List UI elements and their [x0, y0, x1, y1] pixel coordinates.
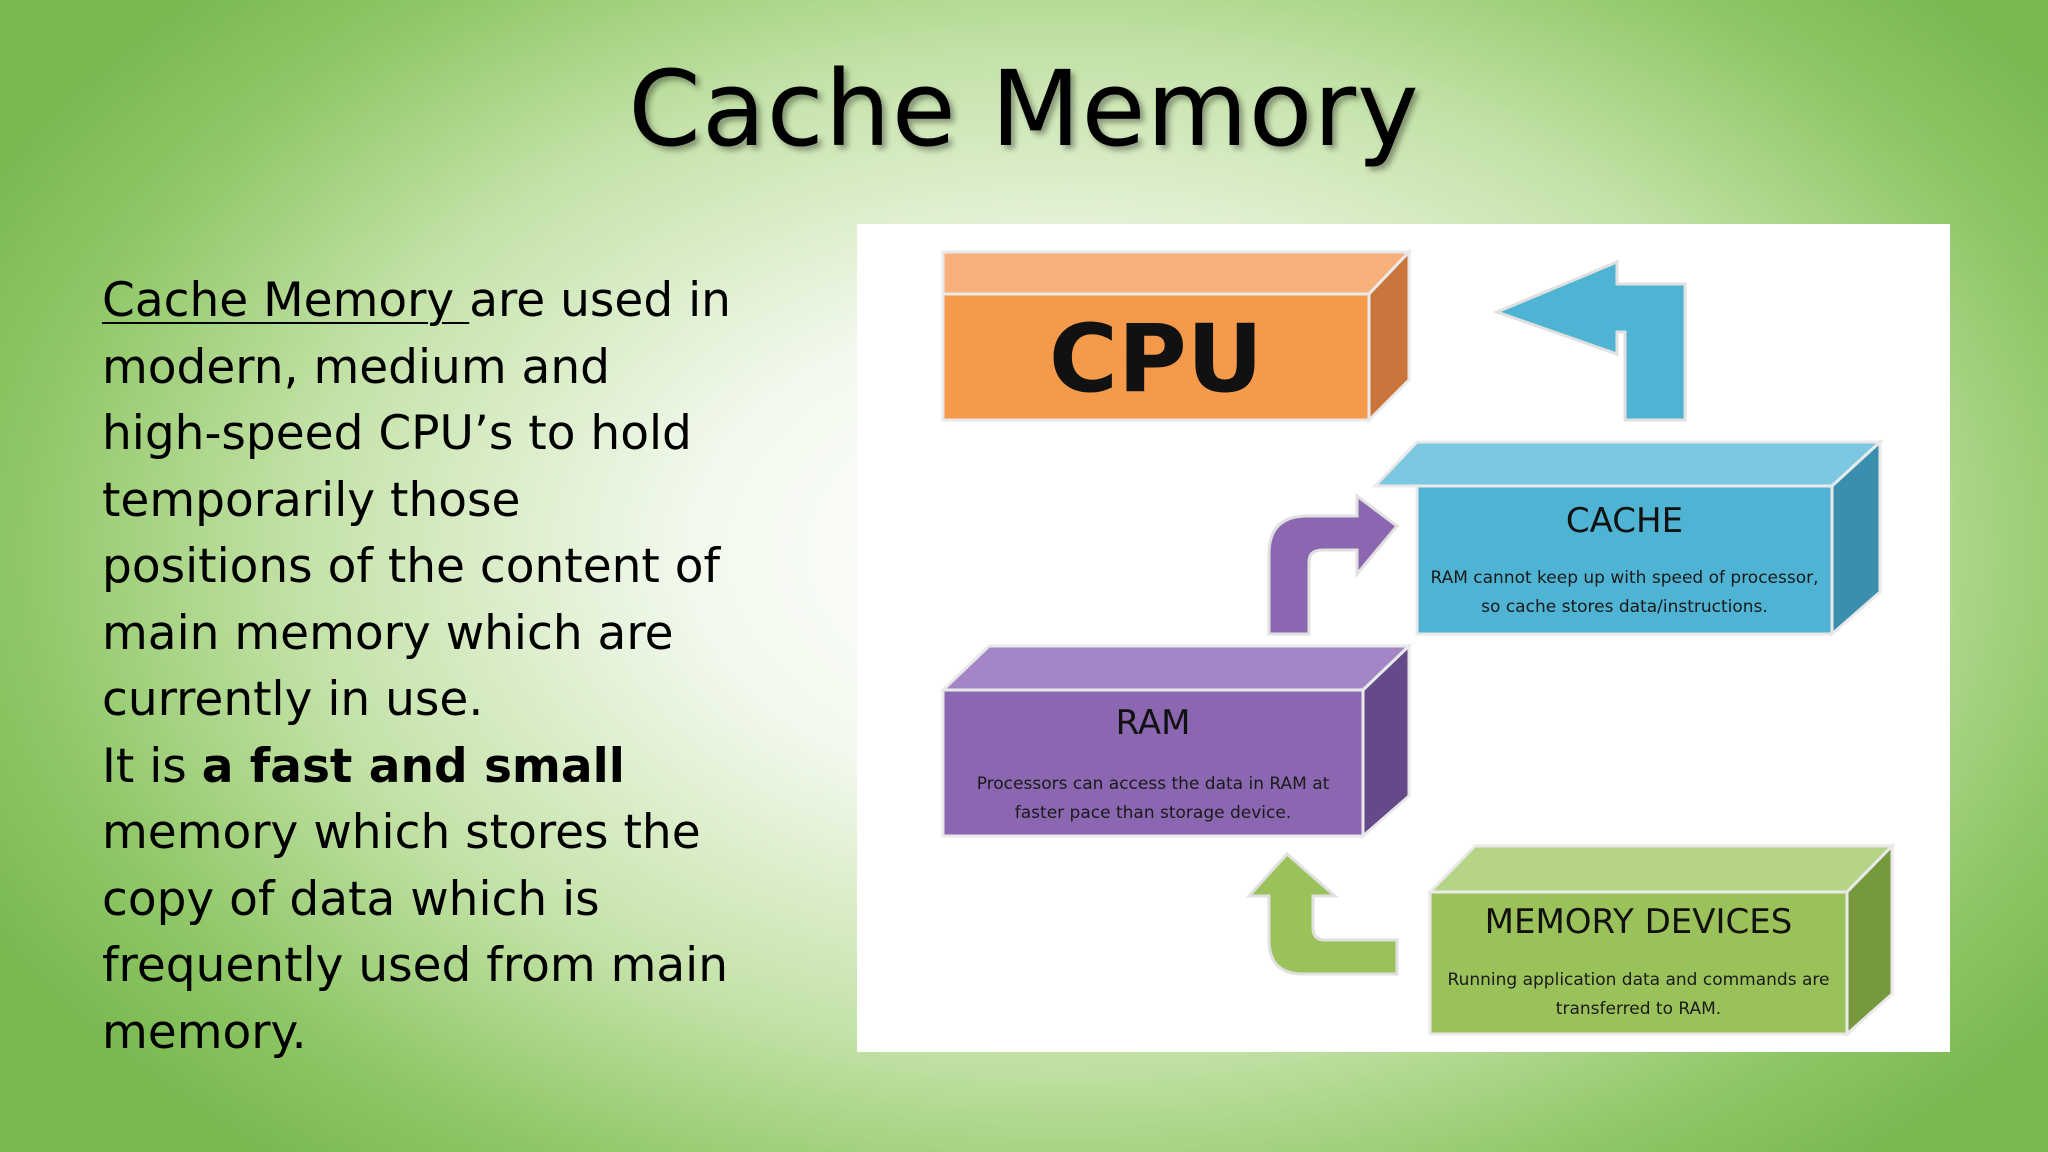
emphasis-fast-small: a fast and small: [201, 738, 625, 794]
arrow-devices-to-ram-icon: [1245, 851, 1399, 976]
arrow-ram-to-cache-icon: [1267, 493, 1400, 636]
ram-box: [939, 642, 1413, 840]
cache-label: CACHE: [1565, 501, 1684, 541]
memory-devices-description: Running application data and commands ar…: [1447, 970, 1830, 1019]
slide-title: Cache Memory: [628, 48, 1420, 170]
memory-devices-box: [1426, 842, 1896, 1038]
paragraph-1: Cache Memory are used in modern, medium …: [102, 273, 731, 727]
term-cache-memory: Cache Memory: [102, 273, 470, 328]
ram-description: Processors can access the data in RAM at…: [976, 774, 1330, 823]
diagram-graphics: [939, 248, 1896, 1038]
cache-box: [1371, 438, 1885, 638]
cache-description: RAM cannot keep up with speed of process…: [1430, 568, 1819, 617]
memory-devices-label: MEMORY DEVICES: [1484, 902, 1793, 942]
cpu-label: CPU: [1048, 305, 1264, 414]
paragraph-2: It is a fast and small memory which stor…: [102, 738, 729, 1060]
cpu-box: [941, 248, 1413, 424]
arrow-cache-to-cpu-icon: [1492, 259, 1687, 422]
body-text: Cache Memory are used in modern, medium …: [102, 268, 742, 1066]
ram-label: RAM: [1115, 703, 1191, 743]
memory-hierarchy-diagram: CPU CACHE RAM cannot keep up with speed …: [857, 224, 1950, 1052]
